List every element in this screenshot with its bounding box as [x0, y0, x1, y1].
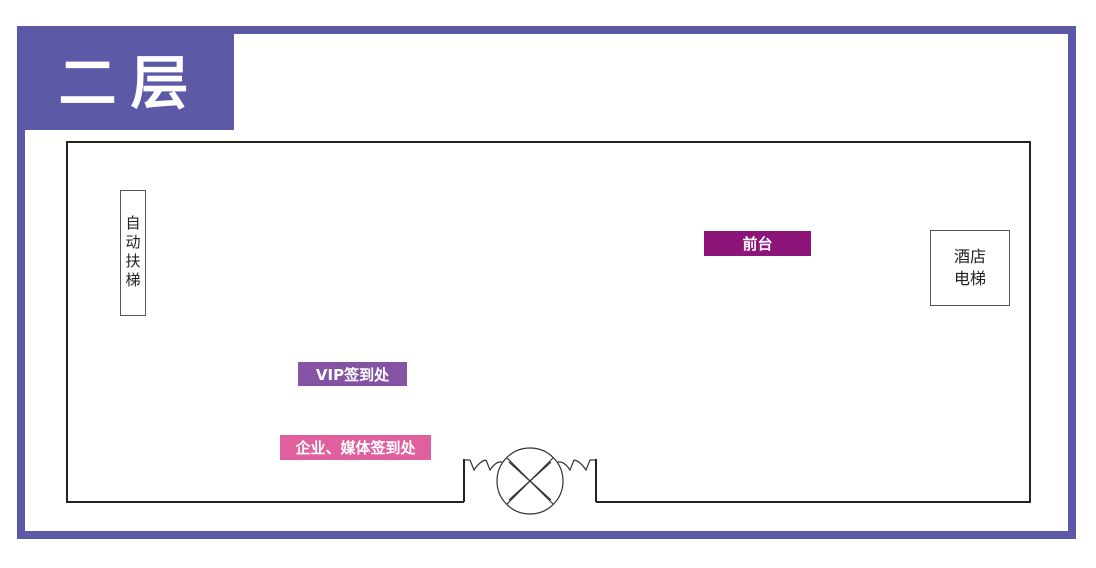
revolving-door — [496, 447, 564, 515]
door-left — [464, 459, 503, 472]
escalator-label: 自动扶梯 — [123, 215, 142, 291]
hotel-elevator-box: 酒店电梯 — [930, 230, 1010, 306]
front-desk-label: 前台 — [704, 231, 811, 256]
hotel-elevator-label: 酒店电梯 — [953, 247, 986, 288]
door-right — [557, 459, 596, 472]
vip-checkin-label: VIP签到处 — [298, 362, 407, 386]
media-checkin-label: 企业、媒体签到处 — [280, 435, 431, 460]
floor-title: 二层 — [17, 26, 234, 130]
room-wall — [66, 141, 1031, 503]
escalator-box: 自动扶梯 — [120, 190, 146, 316]
